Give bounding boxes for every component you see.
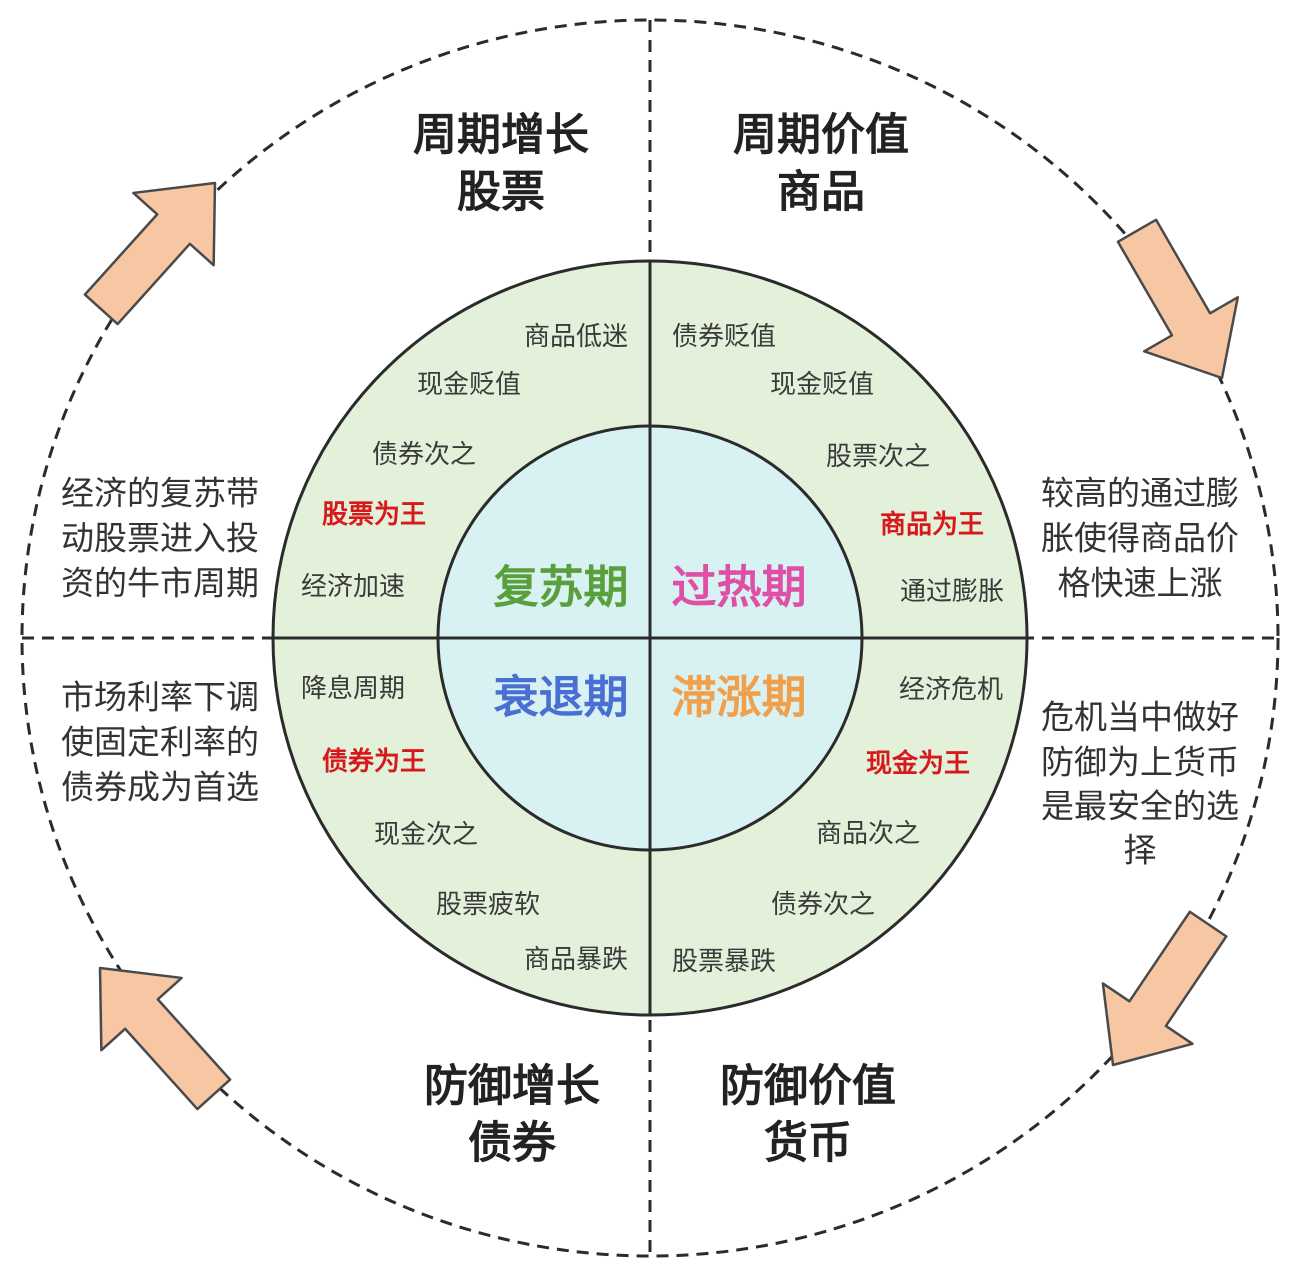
ring-item-bottom-left-4: 商品暴跌 bbox=[524, 945, 628, 975]
ring-item-top-left-3: 股票为王 bbox=[322, 500, 426, 530]
ring-item-top-left-2: 债券次之 bbox=[372, 440, 476, 470]
phase-recession: 衰退期 bbox=[493, 671, 628, 724]
ring-item-bottom-right-1: 现金为王 bbox=[866, 748, 970, 779]
ring-item-top-left-0: 商品低迷 bbox=[524, 322, 628, 352]
desc-bottom-right-line3: 是最安全的选 bbox=[1041, 787, 1239, 826]
phase-recovery: 复苏期 bbox=[493, 561, 628, 614]
desc-top-right-line3: 格快速上涨 bbox=[1058, 564, 1223, 603]
title-top-right-line1: 周期价值 bbox=[733, 110, 909, 161]
ring-item-bottom-left-1: 债券为王 bbox=[322, 747, 426, 777]
arrow-down-right-icon bbox=[1116, 218, 1240, 380]
outer-circle bbox=[20, 18, 1280, 1258]
cycle-arrows bbox=[83, 181, 1240, 1111]
quadrant-titles: 周期增长 股票 周期价值 商品 防御增长 债券 防御价值 货币 bbox=[413, 110, 909, 1169]
quadrant-descriptions: 经济的复苏带 动股票进入投 资的牛市周期 较高的通过膨 胀使得商品价 格快速上涨… bbox=[61, 474, 1239, 870]
title-bottom-left-line1: 防御增长 bbox=[424, 1061, 600, 1112]
ring-item-top-right-2: 股票次之 bbox=[826, 442, 930, 472]
desc-bottom-right-line2: 防御为上货币 bbox=[1041, 743, 1239, 782]
desc-top-right-line2: 胀使得商品价 bbox=[1041, 519, 1239, 558]
title-bottom-right-line2: 货币 bbox=[764, 1118, 852, 1169]
desc-top-left-line2: 动股票进入投 bbox=[61, 519, 259, 558]
title-bottom-right-line1: 防御价值 bbox=[720, 1061, 896, 1112]
desc-bottom-left-line2: 使固定利率的 bbox=[61, 723, 259, 762]
title-top-left-line2: 股票 bbox=[457, 167, 545, 218]
phase-stagflation: 滞涨期 bbox=[671, 671, 806, 724]
title-top-left-line1: 周期增长 bbox=[413, 110, 589, 161]
ring-item-top-right-1: 现金贬值 bbox=[770, 370, 874, 400]
desc-bottom-left-line1: 市场利率下调 bbox=[61, 678, 259, 717]
ring-item-bottom-right-3: 债券次之 bbox=[771, 890, 875, 920]
arrow-up-left-icon bbox=[98, 966, 232, 1111]
ring-item-bottom-left-0: 降息周期 bbox=[301, 674, 405, 704]
ring-item-bottom-left-3: 股票疲软 bbox=[436, 890, 540, 920]
ring-item-bottom-right-2: 商品次之 bbox=[816, 819, 920, 849]
phase-overheat: 过热期 bbox=[671, 561, 806, 614]
title-bottom-left-line2: 债券 bbox=[468, 1118, 557, 1169]
desc-bottom-left-line3: 债券成为首选 bbox=[61, 768, 259, 807]
ring-item-top-left-4: 经济加速 bbox=[301, 572, 405, 602]
ring-item-top-right-3: 商品为王 bbox=[880, 509, 984, 540]
ring-items: 商品低迷 现金贬值 债券次之 股票为王 经济加速 债券贬值 现金贬值 股票次之 … bbox=[301, 322, 1004, 977]
ring-item-top-left-1: 现金贬值 bbox=[417, 370, 521, 400]
ring-item-top-right-4: 通过膨胀 bbox=[900, 577, 1004, 607]
desc-top-right-line1: 较高的通过膨 bbox=[1041, 474, 1239, 513]
desc-top-left-line3: 资的牛市周期 bbox=[61, 564, 259, 603]
phase-labels: 复苏期 过热期 衰退期 滞涨期 bbox=[493, 561, 806, 724]
desc-top-left-line1: 经济的复苏带 bbox=[61, 474, 259, 513]
title-top-right-line2: 商品 bbox=[777, 167, 865, 218]
arrow-up-right-icon bbox=[83, 181, 217, 326]
ring-item-bottom-right-0: 经济危机 bbox=[899, 675, 1003, 705]
desc-bottom-right-line4: 择 bbox=[1124, 831, 1157, 870]
ring-item-bottom-right-4: 股票暴跌 bbox=[672, 947, 776, 977]
ring-item-bottom-left-2: 现金次之 bbox=[374, 820, 478, 850]
ring-item-top-right-0: 债券贬值 bbox=[672, 322, 776, 352]
desc-bottom-right-line1: 危机当中做好 bbox=[1041, 698, 1239, 737]
arrow-down-left-icon bbox=[1101, 910, 1228, 1067]
